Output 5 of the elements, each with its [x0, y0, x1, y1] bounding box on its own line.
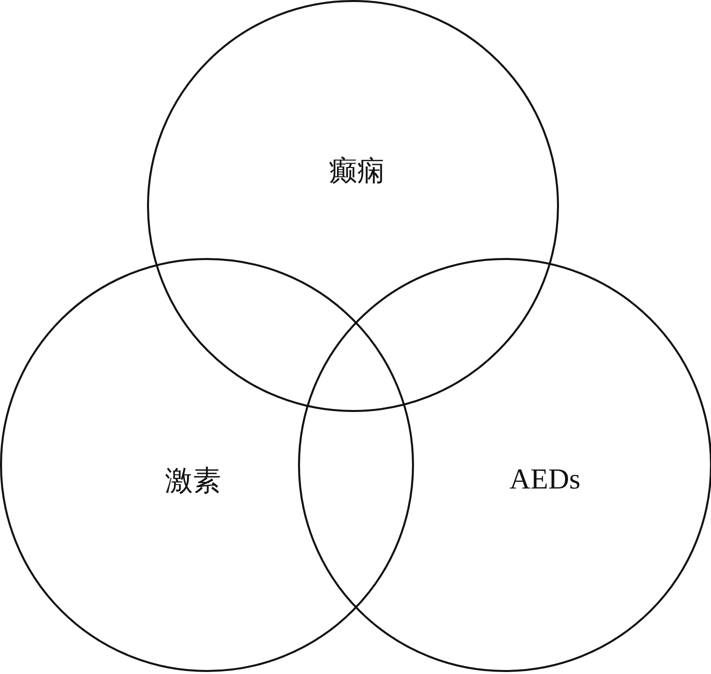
venn-circle — [0, 258, 414, 672]
venn-circle — [147, 0, 559, 412]
circle-label: 激素 — [165, 468, 221, 496]
circle-label: AEDs — [510, 466, 580, 494]
circle-label: 癫痫 — [329, 158, 385, 186]
